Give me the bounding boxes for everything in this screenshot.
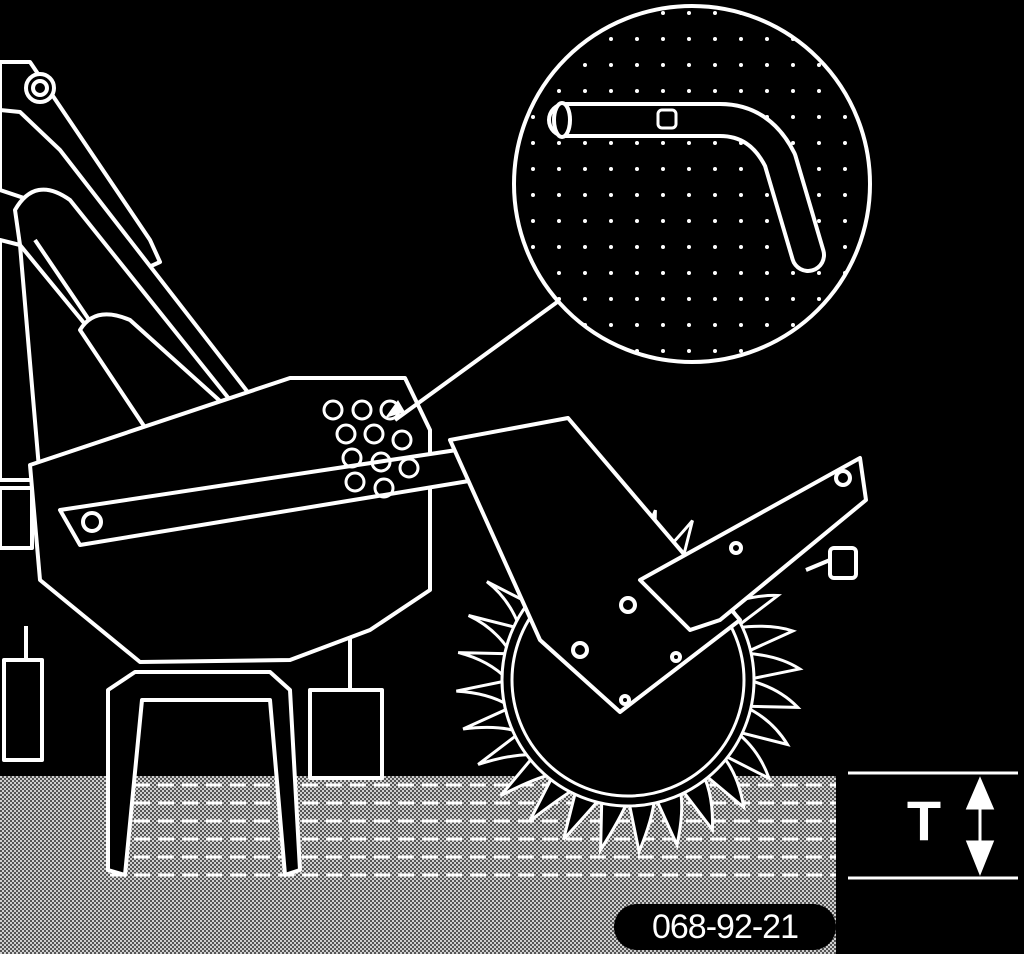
depth-indicator: [848, 771, 1018, 880]
figure-label: 068-92-21: [614, 904, 836, 950]
double-arrow-icon: [965, 776, 995, 877]
swing-arm: [448, 416, 868, 714]
adjustment-holes: [322, 399, 420, 499]
bent-pin-icon: [547, 101, 826, 273]
cutter-blade: [743, 651, 804, 682]
depth-symbol-label: T: [907, 789, 941, 852]
cutter-blade: [743, 678, 802, 709]
detail-callout: [385, 4, 872, 422]
